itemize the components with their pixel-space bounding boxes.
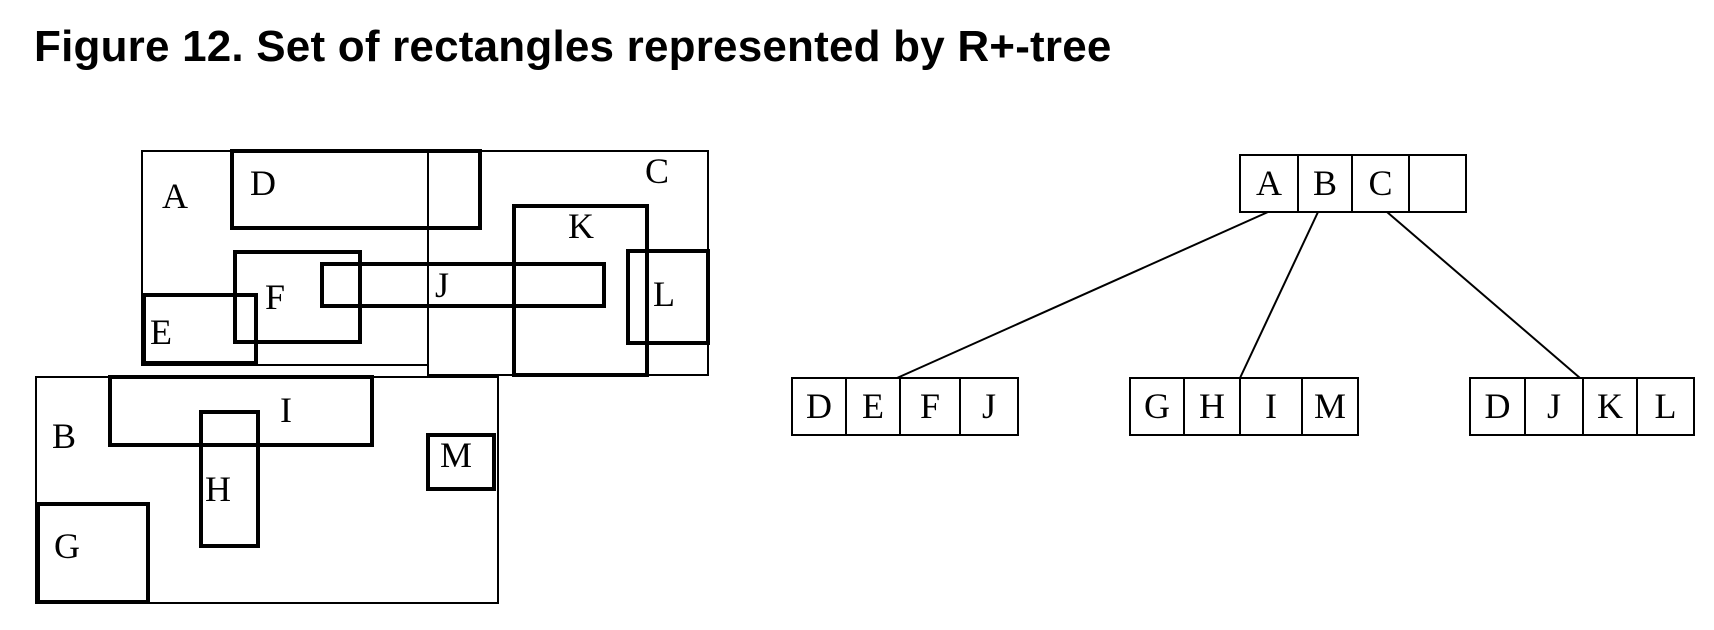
child-node-1-entry-1: D: [806, 386, 832, 426]
rect-i: [108, 375, 374, 447]
figure-title: Figure 12. Set of rectangles represented…: [34, 22, 1112, 71]
child-node-2-entry-3: I: [1265, 386, 1277, 426]
rect-label-e: E: [150, 312, 172, 352]
child-node-1-entry-3: F: [920, 386, 940, 426]
child-node-3-entry-4: L: [1655, 386, 1677, 426]
child-node-2-entry-2: H: [1199, 386, 1225, 426]
rect-label-g: G: [54, 526, 80, 566]
child-node-2-entry-4: M: [1314, 386, 1346, 426]
root-node-entry-3: C: [1368, 163, 1392, 203]
rect-g: [36, 502, 150, 604]
child-node-2-cell-4: [1301, 377, 1359, 436]
rect-label-k: K: [568, 206, 594, 246]
child-node-3-entry-2: J: [1547, 386, 1561, 426]
tree-edge-a: [896, 211, 1269, 379]
child-node-1-cell-4: [959, 377, 1019, 436]
child-node-2-entry-1: G: [1144, 386, 1170, 426]
child-node-1-entry-2: E: [862, 386, 884, 426]
rect-m: [426, 433, 496, 491]
child-node-3-entry-3: K: [1597, 386, 1623, 426]
rect-h: [199, 410, 260, 548]
rect-k: [512, 204, 649, 377]
rect-label-f: F: [265, 277, 285, 317]
tree-edge-b: [1239, 211, 1319, 379]
rect-e: [142, 293, 258, 365]
rect-f: [233, 250, 362, 344]
child-node-3-entry-1: D: [1485, 386, 1511, 426]
rect-label-b: B: [52, 416, 76, 456]
rect-label-l: L: [653, 274, 675, 314]
child-node-3-cell-4: [1636, 377, 1695, 436]
root-node-cell-4: [1408, 154, 1467, 213]
rect-label-a: A: [162, 176, 188, 216]
child-node-1-entry-4: J: [982, 386, 996, 426]
rect-label-c: C: [645, 151, 669, 191]
rect-label-m: M: [440, 435, 472, 475]
rect-label-h: H: [205, 469, 231, 509]
rect-j: [320, 262, 606, 308]
rect-label-d: D: [250, 163, 276, 203]
rect-label-i: I: [280, 390, 292, 430]
root-node-entry-2: B: [1313, 163, 1337, 203]
tree-edge-c: [1386, 211, 1581, 379]
rect-label-j: J: [435, 265, 449, 305]
rect-d: [230, 149, 482, 230]
root-node-entry-1: A: [1256, 163, 1282, 203]
